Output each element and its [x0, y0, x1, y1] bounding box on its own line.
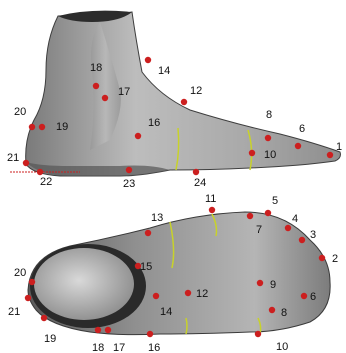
bottom-10-dot — [255, 331, 261, 337]
side-18-label: 18 — [90, 62, 102, 74]
bottom-20-label: 20 — [14, 267, 26, 279]
side-1-dot — [327, 152, 333, 158]
bottom-2-label: 2 — [332, 253, 338, 265]
side-18-dot — [93, 83, 99, 89]
side-23-label: 23 — [123, 178, 135, 190]
bottom-20-dot — [29, 279, 35, 285]
side-20-label: 20 — [14, 106, 26, 118]
bottom-18-dot — [95, 327, 101, 333]
side-8-label: 8 — [266, 109, 272, 121]
side-21-label: 21 — [7, 152, 19, 164]
bottom-19-dot — [41, 315, 47, 321]
bottom-12-label: 12 — [196, 288, 208, 300]
bottom-16-dot — [147, 331, 153, 337]
side-24-label: 24 — [194, 177, 206, 189]
bottom-14-dot — [153, 293, 159, 299]
bottom-12-dot — [185, 290, 191, 296]
side-19-label: 19 — [56, 121, 68, 133]
bottom-16-label: 16 — [148, 342, 160, 353]
bottom-11-label: 11 — [205, 193, 216, 205]
side-21-dot — [23, 160, 29, 166]
side-12-label: 12 — [190, 85, 202, 97]
bottom-13-label: 13 — [151, 212, 163, 224]
bottom-10-label: 10 — [276, 341, 288, 353]
bottom-21-label: 21 — [8, 306, 20, 318]
bottom-4-dot — [285, 225, 291, 231]
bottom-5-label: 5 — [272, 195, 278, 207]
bottom-6-label: 6 — [310, 291, 316, 303]
bottom-21-dot — [25, 295, 31, 301]
side-19-dot — [39, 124, 45, 130]
side-16-label: 16 — [148, 117, 160, 129]
bottom-3-label: 3 — [310, 229, 316, 241]
side-12-dot — [181, 99, 187, 105]
bottom-17-label: 17 — [113, 342, 125, 353]
bottom-8-label: 8 — [281, 307, 287, 319]
bottom-8-dot — [269, 307, 275, 313]
side-24-dot — [193, 169, 199, 175]
side-10-label: 10 — [264, 149, 276, 161]
side-22-label: 22 — [40, 176, 52, 188]
bottom-17-dot — [105, 327, 111, 333]
side-17-dot — [102, 95, 108, 101]
bottom-6-dot — [301, 293, 307, 299]
bottom-13-dot — [145, 230, 151, 236]
side-22-dot — [37, 169, 43, 175]
side-foot-mesh — [26, 12, 341, 176]
side-23-dot — [126, 167, 132, 173]
side-16-dot — [135, 133, 141, 139]
bottom-9-label: 9 — [270, 279, 276, 291]
bottom-7-dot — [247, 213, 253, 219]
side-6-label: 6 — [299, 123, 305, 135]
side-10-dot — [249, 150, 255, 156]
bottom-5-dot — [265, 210, 271, 216]
bottom-9-dot — [257, 280, 263, 286]
side-6-dot — [295, 143, 301, 149]
side-1-label: 1 — [336, 141, 342, 153]
bottom-7-label: 7 — [256, 224, 262, 236]
side-14-label: 14 — [158, 65, 170, 77]
side-8-dot — [265, 135, 271, 141]
side-20-dot — [29, 124, 35, 130]
side-14-dot — [145, 57, 151, 63]
bottom-4-label: 4 — [292, 213, 298, 225]
side-view — [10, 11, 340, 176]
side-17-label: 17 — [118, 86, 130, 98]
bottom-3-dot — [299, 237, 305, 243]
bottom-15-label: 15 — [140, 261, 152, 273]
bottom-leg-cut-face — [34, 248, 134, 320]
bottom-14-label: 14 — [160, 306, 172, 318]
bottom-11-dot — [209, 207, 215, 213]
bottom-19-label: 19 — [44, 333, 56, 345]
bottom-18-label: 18 — [92, 342, 104, 353]
bottom-2-dot — [319, 255, 325, 261]
